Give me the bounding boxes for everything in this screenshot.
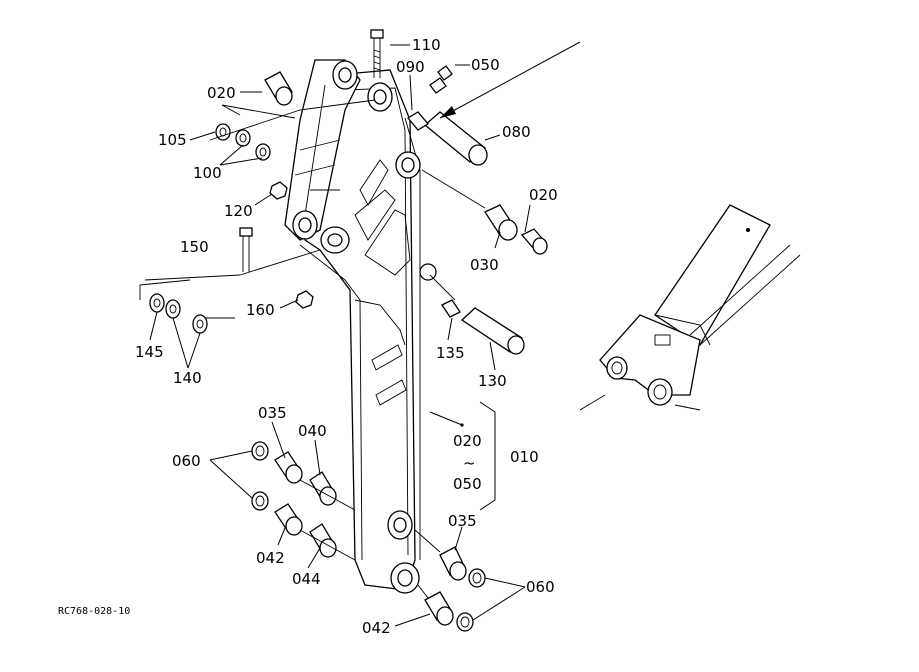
label-042-right: 042 — [362, 619, 391, 637]
label-080: 080 — [502, 123, 531, 141]
arm-bosses — [320, 82, 437, 594]
washers-145-140 — [149, 293, 208, 334]
label-160: 160 — [246, 301, 275, 319]
label-060-right: 060 — [526, 578, 555, 596]
label-105: 105 — [158, 131, 187, 149]
label-020-upper: 020 — [207, 84, 236, 102]
nut-160 — [295, 290, 314, 309]
nut-120 — [269, 181, 288, 200]
label-110: 110 — [412, 36, 441, 54]
callout-labels: 110 090 050 020 080 105 100 120 020 150 … — [58, 36, 558, 637]
label-040: 040 — [298, 422, 327, 440]
bushing-042-right — [424, 591, 454, 626]
label-020-right: 020 — [529, 186, 558, 204]
label-060-left: 060 — [172, 452, 201, 470]
fitting-135 — [441, 299, 461, 318]
label-090: 090 — [396, 58, 425, 76]
label-050-range: 050 — [453, 475, 482, 493]
inset-view — [579, 204, 801, 411]
pin-080 — [407, 111, 488, 166]
bushing-020-upper — [264, 71, 293, 106]
label-020-range: 020 — [453, 432, 482, 450]
label-100: 100 — [193, 164, 222, 182]
washer-060-right-upper — [468, 568, 486, 588]
bushing-020-right — [520, 228, 548, 255]
label-050: 050 — [471, 56, 500, 74]
bushing-044 — [309, 523, 337, 558]
label-120: 120 — [224, 202, 253, 220]
label-135: 135 — [436, 344, 465, 362]
bushing-040 — [309, 471, 337, 506]
label-150: 150 — [180, 238, 209, 256]
label-130: 130 — [478, 372, 507, 390]
label-030: 030 — [470, 256, 499, 274]
label-035-right: 035 — [448, 512, 477, 530]
washers-105-100 — [215, 123, 271, 161]
leader-lines — [139, 41, 581, 627]
label-145: 145 — [135, 343, 164, 361]
bolt-150 — [239, 227, 253, 272]
link-plate — [284, 59, 361, 241]
grease-fitting-050 — [429, 65, 453, 94]
bushing-030 — [484, 204, 518, 241]
bushing-035-left — [274, 451, 303, 484]
washer-060-right-lower — [456, 612, 474, 632]
label-035-left: 035 — [258, 404, 287, 422]
pin-130 — [460, 307, 525, 355]
bushing-042-left — [274, 503, 303, 536]
drawing-code: RC768-028-10 — [58, 606, 130, 617]
label-044: 044 — [292, 570, 321, 588]
label-140: 140 — [173, 369, 202, 387]
label-010: 010 — [510, 448, 539, 466]
label-042-left: 042 — [256, 549, 285, 567]
label-range-tilde: ~ — [463, 454, 476, 472]
bolt-110 — [370, 29, 384, 78]
bushing-035-right — [439, 546, 467, 581]
washers-060-left — [251, 441, 269, 511]
